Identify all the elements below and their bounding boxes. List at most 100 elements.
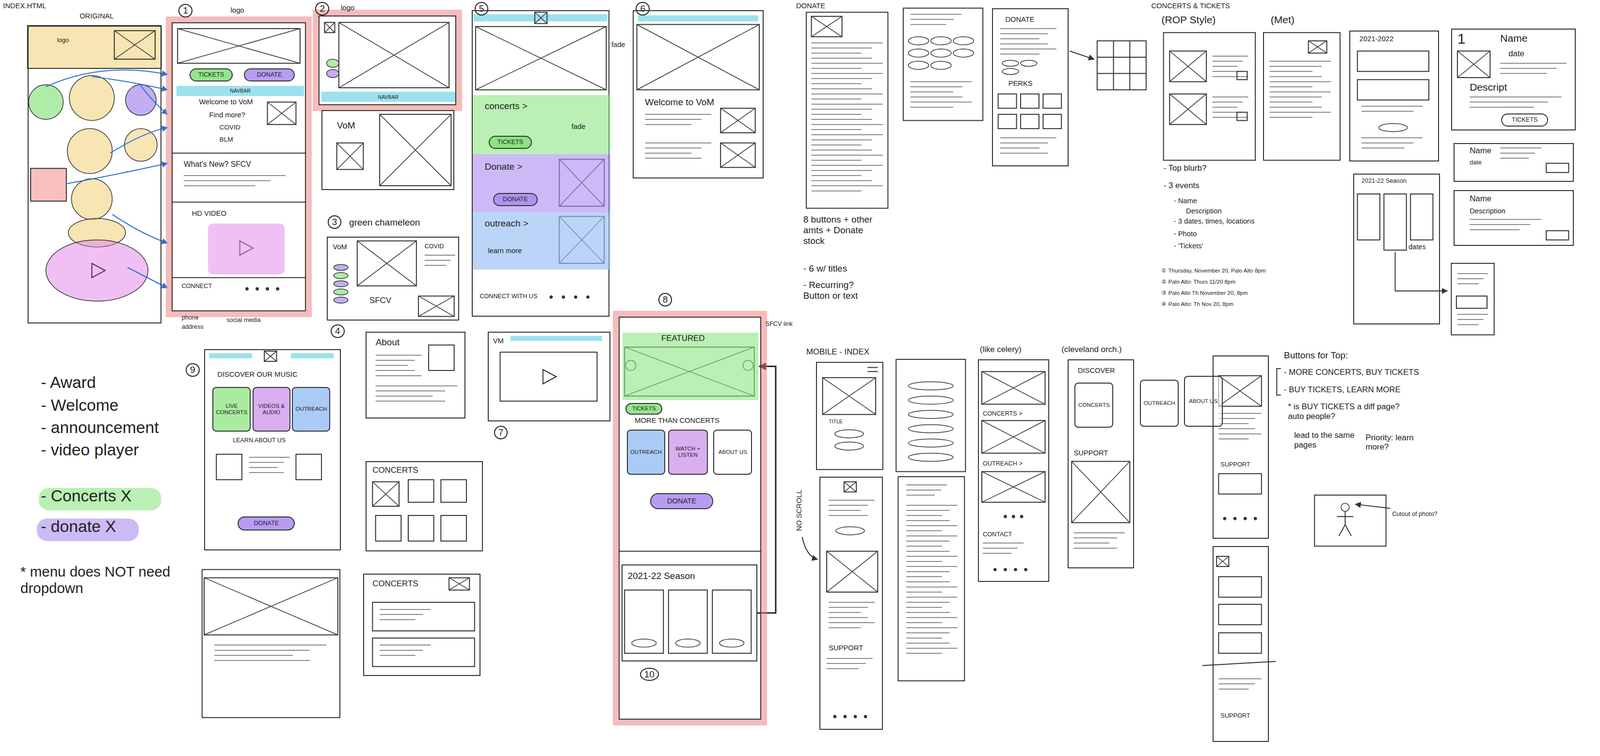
color-highlight [510, 336, 603, 342]
text-placeholder-line [906, 647, 958, 649]
divider-line [1113, 40, 1115, 90]
note-text: ④ Palo Alto: Th Nov 20, 8pm [1161, 301, 1233, 308]
text-placeholder-line [811, 134, 883, 136]
image-placeholder-cross [1169, 50, 1207, 82]
sketch-box [202, 569, 340, 718]
text-placeholder-line [424, 265, 447, 267]
image-placeholder [534, 12, 547, 24]
note-text: Description [1185, 207, 1222, 216]
frame-text: 1 [1457, 30, 1466, 48]
text-placeholder-line [375, 365, 408, 367]
play-icon [91, 263, 105, 278]
social-dot [586, 295, 590, 299]
image-placeholder-cross [264, 351, 277, 362]
button-label: DONATE [502, 195, 528, 204]
note-text: - Concerts X [40, 486, 132, 506]
wireframe-box: 2021-2022 [1349, 30, 1440, 161]
text-placeholder-line [826, 663, 866, 665]
note-text: address [181, 323, 204, 331]
text-placeholder-line [1269, 116, 1313, 118]
text-placeholder-line [379, 619, 416, 621]
sketch-box [372, 638, 475, 667]
text-placeholder-line [1361, 137, 1423, 139]
color-highlight [290, 352, 334, 359]
divider-line [1097, 73, 1147, 75]
social-dot [255, 287, 259, 291]
note-text: Buttons for Top: [1283, 350, 1348, 361]
frame-text: SUPPORT [1220, 712, 1251, 720]
text-placeholder-line [1457, 319, 1484, 320]
image-placeholder-cross [338, 22, 449, 88]
sketch-box [1020, 94, 1040, 109]
text-placeholder-line [906, 596, 958, 598]
callout-number: 2 [315, 1, 330, 16]
frame-text: fade [571, 122, 586, 131]
text-placeholder-line [1469, 224, 1531, 225]
sketch-box [624, 590, 664, 654]
sketch-pill [908, 396, 954, 405]
sketch-box [1042, 114, 1062, 129]
page-title: INDEX.HTML [2, 1, 47, 11]
text-placeholder-line [811, 160, 862, 161]
sketch-box [428, 344, 455, 371]
image-placeholder [637, 24, 760, 91]
frame-text: CONNECT [181, 282, 212, 290]
sketch-pill [908, 453, 954, 462]
sketch-pill [835, 526, 865, 535]
image-placeholder-cross [379, 114, 451, 186]
note-text: * is BUY TICKETS a diff page? auto peopl… [1288, 401, 1401, 421]
image-placeholder-cross [826, 551, 878, 592]
text-placeholder-line [1218, 417, 1255, 419]
text-placeholder-line [811, 73, 883, 75]
note-text: DONATE [796, 1, 826, 11]
callout-number: 5 [474, 1, 489, 16]
text-placeholder-line [828, 504, 868, 506]
sketch-pill [333, 288, 348, 296]
image-placeholder-cross [204, 577, 338, 635]
frame-text: CONCERTS [372, 465, 418, 475]
frame-text: COVID [219, 123, 241, 132]
text-placeholder-line [906, 520, 950, 522]
text-placeholder-line [811, 103, 883, 105]
frame-text: date [1469, 159, 1482, 167]
note-text: - 3 dates, times, locations [1173, 217, 1255, 226]
button-label: OUTREACH [1143, 400, 1176, 407]
text-placeholder-line [828, 611, 861, 613]
image-placeholder-cross [372, 481, 400, 507]
frame-text: outreach > [484, 218, 529, 229]
text-placeholder-line [811, 67, 862, 69]
frame-text: SUPPORT [828, 643, 864, 653]
image-placeholder [1169, 94, 1207, 125]
text-placeholder-line [910, 81, 972, 83]
sketch-box [1236, 112, 1248, 121]
sketch-box [372, 602, 475, 631]
text-placeholder-line [811, 78, 872, 80]
sketch-pill [834, 429, 864, 438]
wireframe-box: 2021-22 Season [621, 564, 758, 662]
divider-line [171, 277, 307, 279]
button-label: DONATE [256, 71, 283, 79]
note-text: - 3 events [1163, 180, 1200, 191]
divider-line [1337, 515, 1354, 517]
sketch-pill [908, 438, 954, 448]
image-placeholder [267, 102, 297, 125]
image-placeholder-cross [114, 30, 156, 60]
text-placeholder-line [1457, 283, 1479, 285]
text-placeholder-line [982, 542, 1024, 544]
text-placeholder-line [910, 96, 963, 98]
text-placeholder-line [906, 510, 950, 512]
text-placeholder-line [906, 607, 943, 608]
text-placeholder-line [1000, 152, 1048, 154]
text-placeholder-line [828, 601, 875, 603]
note-text: lead to the same pages [1294, 430, 1356, 450]
text-placeholder-line [1218, 433, 1262, 435]
divider-line [867, 370, 878, 372]
image-placeholder-cross [1216, 556, 1229, 567]
text-placeholder-line [906, 566, 958, 568]
text-placeholder-line [375, 375, 422, 377]
text-placeholder-line [1073, 547, 1117, 549]
image-placeholder [372, 481, 400, 507]
image-placeholder-cross [357, 240, 417, 287]
text-placeholder-line [644, 119, 702, 121]
sketch-box [30, 168, 67, 201]
